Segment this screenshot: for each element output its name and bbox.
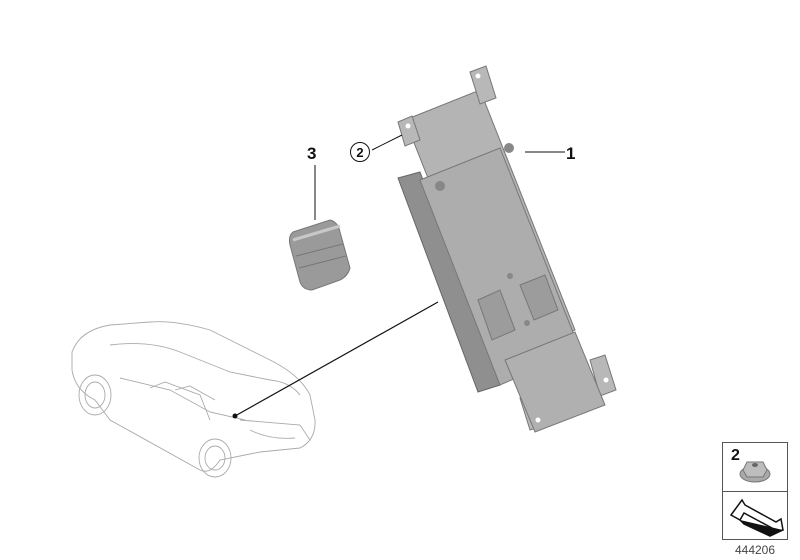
vehicle-outline (71, 321, 316, 478)
diagram-reference-number: 444206 (734, 543, 776, 557)
callout-part-1[interactable]: 1 (566, 144, 576, 163)
nut-icon (739, 461, 771, 483)
callout-part-3[interactable]: 3 (307, 144, 317, 163)
legend-divider (723, 491, 787, 492)
orientation-arrow-icon (729, 498, 784, 537)
callout-part-2[interactable]: 2 (350, 142, 370, 162)
legend-part-number: 2 (731, 447, 740, 464)
connector-plug-illustration (288, 165, 351, 291)
legend-box: 2 (722, 442, 788, 540)
control-unit-illustration (397, 65, 617, 433)
